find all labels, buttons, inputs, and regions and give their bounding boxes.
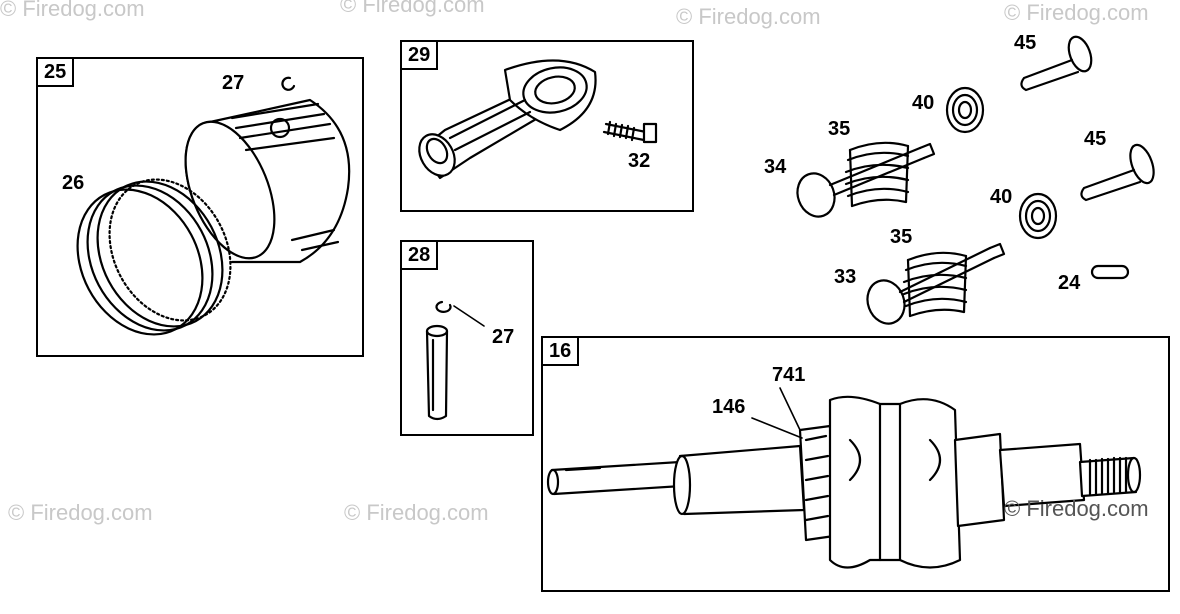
panel-28: 28 <box>400 240 534 436</box>
panel-tag: 16 <box>543 338 580 366</box>
panel-tag: 25 <box>38 59 75 87</box>
callout-741: 741 <box>772 364 806 386</box>
watermark: © Firedog.com <box>1004 496 1149 521</box>
connecting-rod-illustration <box>418 59 597 180</box>
valve-upper-illustration <box>796 142 936 218</box>
callout-45-lower: 45 <box>1084 128 1107 150</box>
callout-146: 146 <box>712 396 746 418</box>
tappet-lower-illustration <box>1080 143 1155 202</box>
callout-35-upper: 35 <box>828 118 851 140</box>
piston-illustration <box>184 76 351 264</box>
callout-40-lower: 40 <box>990 186 1013 208</box>
callout-27-pin-clip: 27 <box>492 326 515 348</box>
watermark: © Firedog.com <box>0 0 145 21</box>
panel-tag: 28 <box>402 242 439 270</box>
watermark: © Firedog.com <box>344 500 489 525</box>
watermark: © Firedog.com <box>676 4 821 29</box>
callout-34: 34 <box>764 156 787 178</box>
retainer-upper-illustration <box>945 86 985 134</box>
wrist-pin-illustration <box>425 300 485 421</box>
callout-24: 24 <box>1058 272 1081 294</box>
retainer-lower-illustration <box>1018 192 1058 240</box>
callout-33: 33 <box>834 266 857 288</box>
watermark: © Firedog.com <box>340 0 485 17</box>
callout-40-upper: 40 <box>912 92 935 114</box>
callout-45-upper: 45 <box>1014 32 1037 54</box>
callout-27-retaining-clip: 27 <box>222 72 245 94</box>
callout-26-ring-set: 26 <box>62 172 85 194</box>
panel-tag: 29 <box>402 42 439 70</box>
rod-bolt-illustration <box>602 120 658 144</box>
tappet-upper-illustration <box>1020 35 1093 92</box>
leader-146 <box>751 417 803 439</box>
watermark: © Firedog.com <box>8 500 153 525</box>
watermark: © Firedog.com <box>1004 0 1149 25</box>
crankshaft-illustration <box>546 395 1142 569</box>
leader-741 <box>779 387 801 431</box>
callout-35-lower: 35 <box>890 226 913 248</box>
piston-rings-illustration <box>76 178 232 336</box>
key-illustration <box>1090 264 1130 280</box>
valve-lower-illustration <box>866 242 1006 325</box>
callout-32-rod-bolt: 32 <box>628 150 651 172</box>
